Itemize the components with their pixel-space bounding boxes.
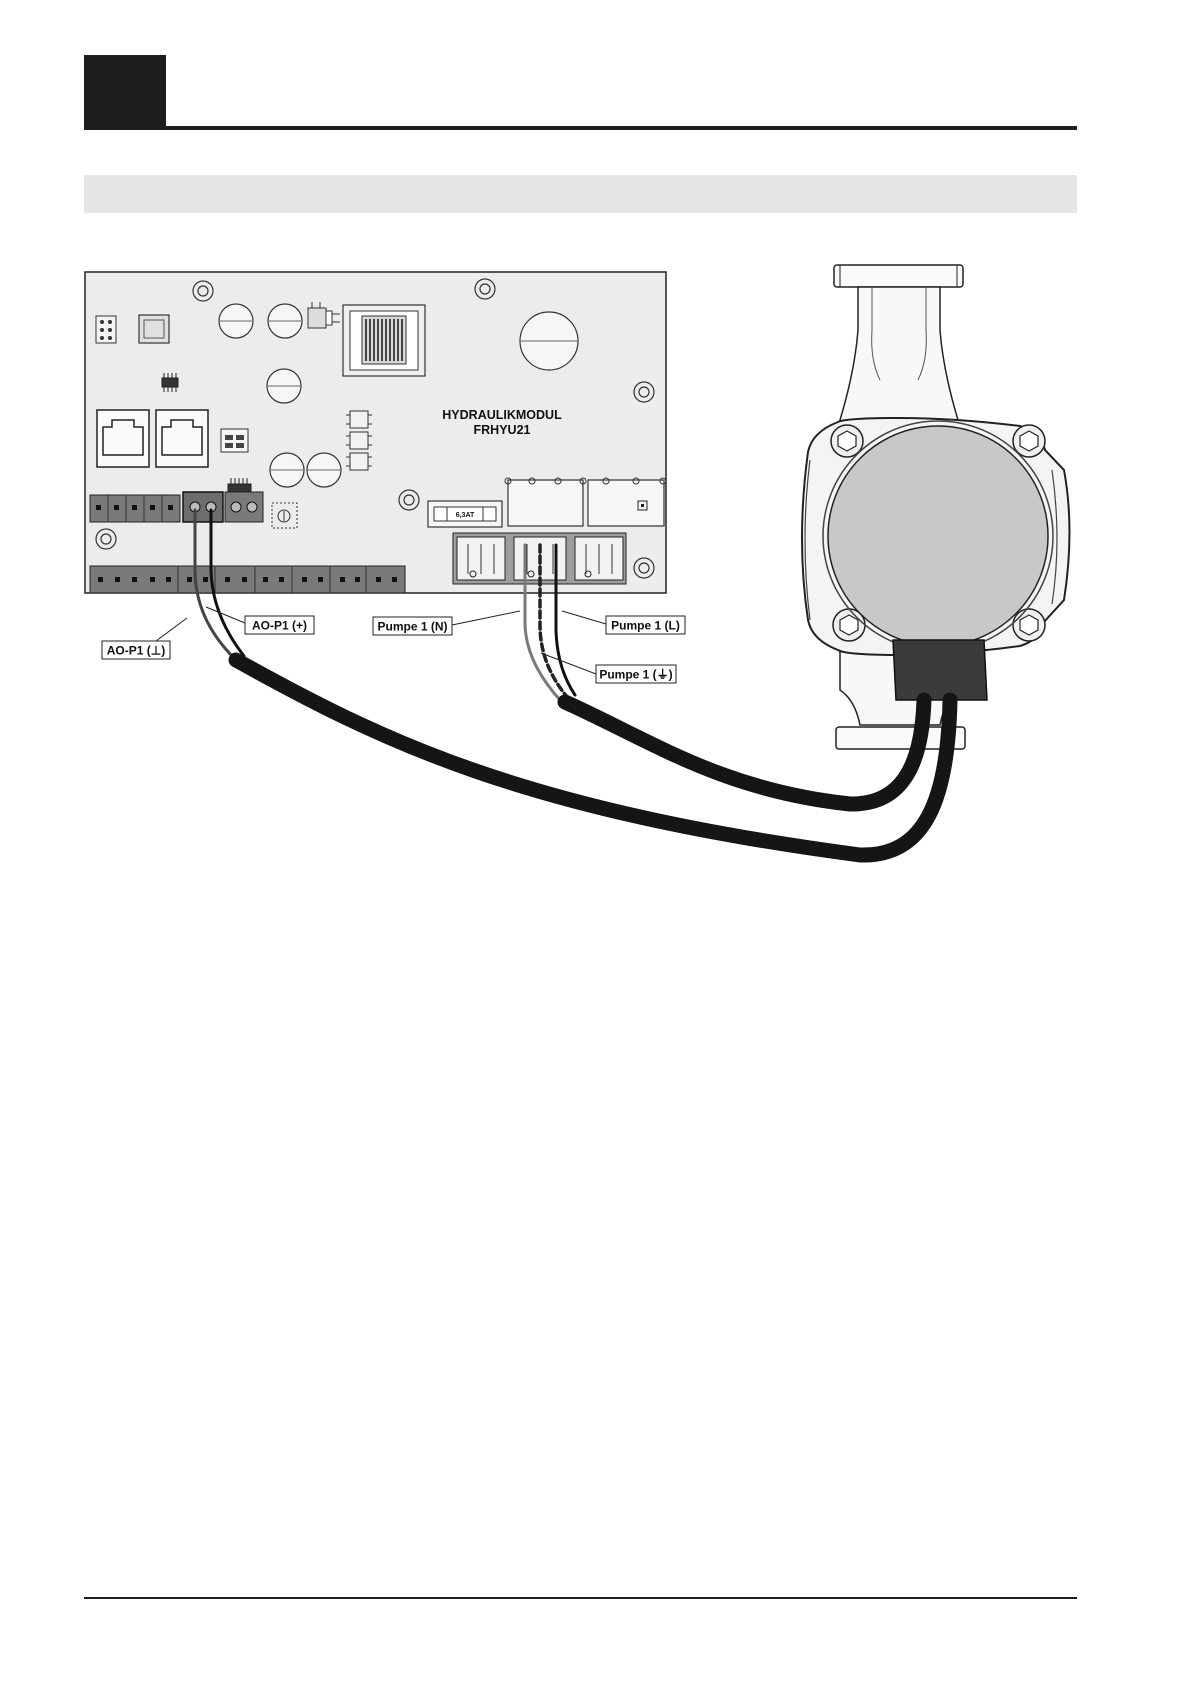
fuse-label: 6,3AT	[456, 512, 475, 519]
optocouplers	[346, 411, 372, 470]
section-bar	[84, 175, 1077, 213]
pump-terminal-box	[893, 640, 987, 700]
pump-top-flange	[834, 265, 963, 287]
pin-header	[96, 316, 116, 343]
board-title-line1: HYDRAULIKMODUL	[442, 408, 562, 422]
circulation-pump	[802, 265, 1070, 749]
rj45-jack-2	[156, 410, 208, 467]
callout-pump-pe: Pumpe 1 (⏚)	[599, 668, 672, 682]
callout-pump-n: Pumpe 1 (N)	[377, 620, 447, 634]
callout-ao-p1-ground: AO-P1 (⊥)	[107, 644, 165, 658]
terminal-block-lower	[90, 566, 405, 593]
header-rule	[84, 126, 1077, 130]
control-board: HYDRAULIKMODUL FRHYU21 6,3AT	[85, 272, 666, 593]
terminal-block-upper	[90, 495, 180, 522]
fuse: 6,3AT	[428, 501, 502, 527]
chapter-tab	[84, 55, 166, 129]
transformer	[343, 305, 425, 376]
callout-pump-l: Pumpe 1 (L)	[611, 619, 680, 633]
callouts: AO-P1 (+) AO-P1 (⊥) Pumpe 1 (N) Pumpe 1 …	[102, 607, 685, 683]
rj45-jack-1	[97, 410, 149, 467]
footer-rule	[84, 1597, 1077, 1599]
small-relay	[221, 429, 248, 452]
square-chip	[139, 315, 169, 343]
board-title-line2: FRHYU21	[474, 423, 531, 437]
callout-ao-p1-plus: AO-P1 (+)	[252, 619, 307, 633]
page-header	[84, 55, 1077, 213]
